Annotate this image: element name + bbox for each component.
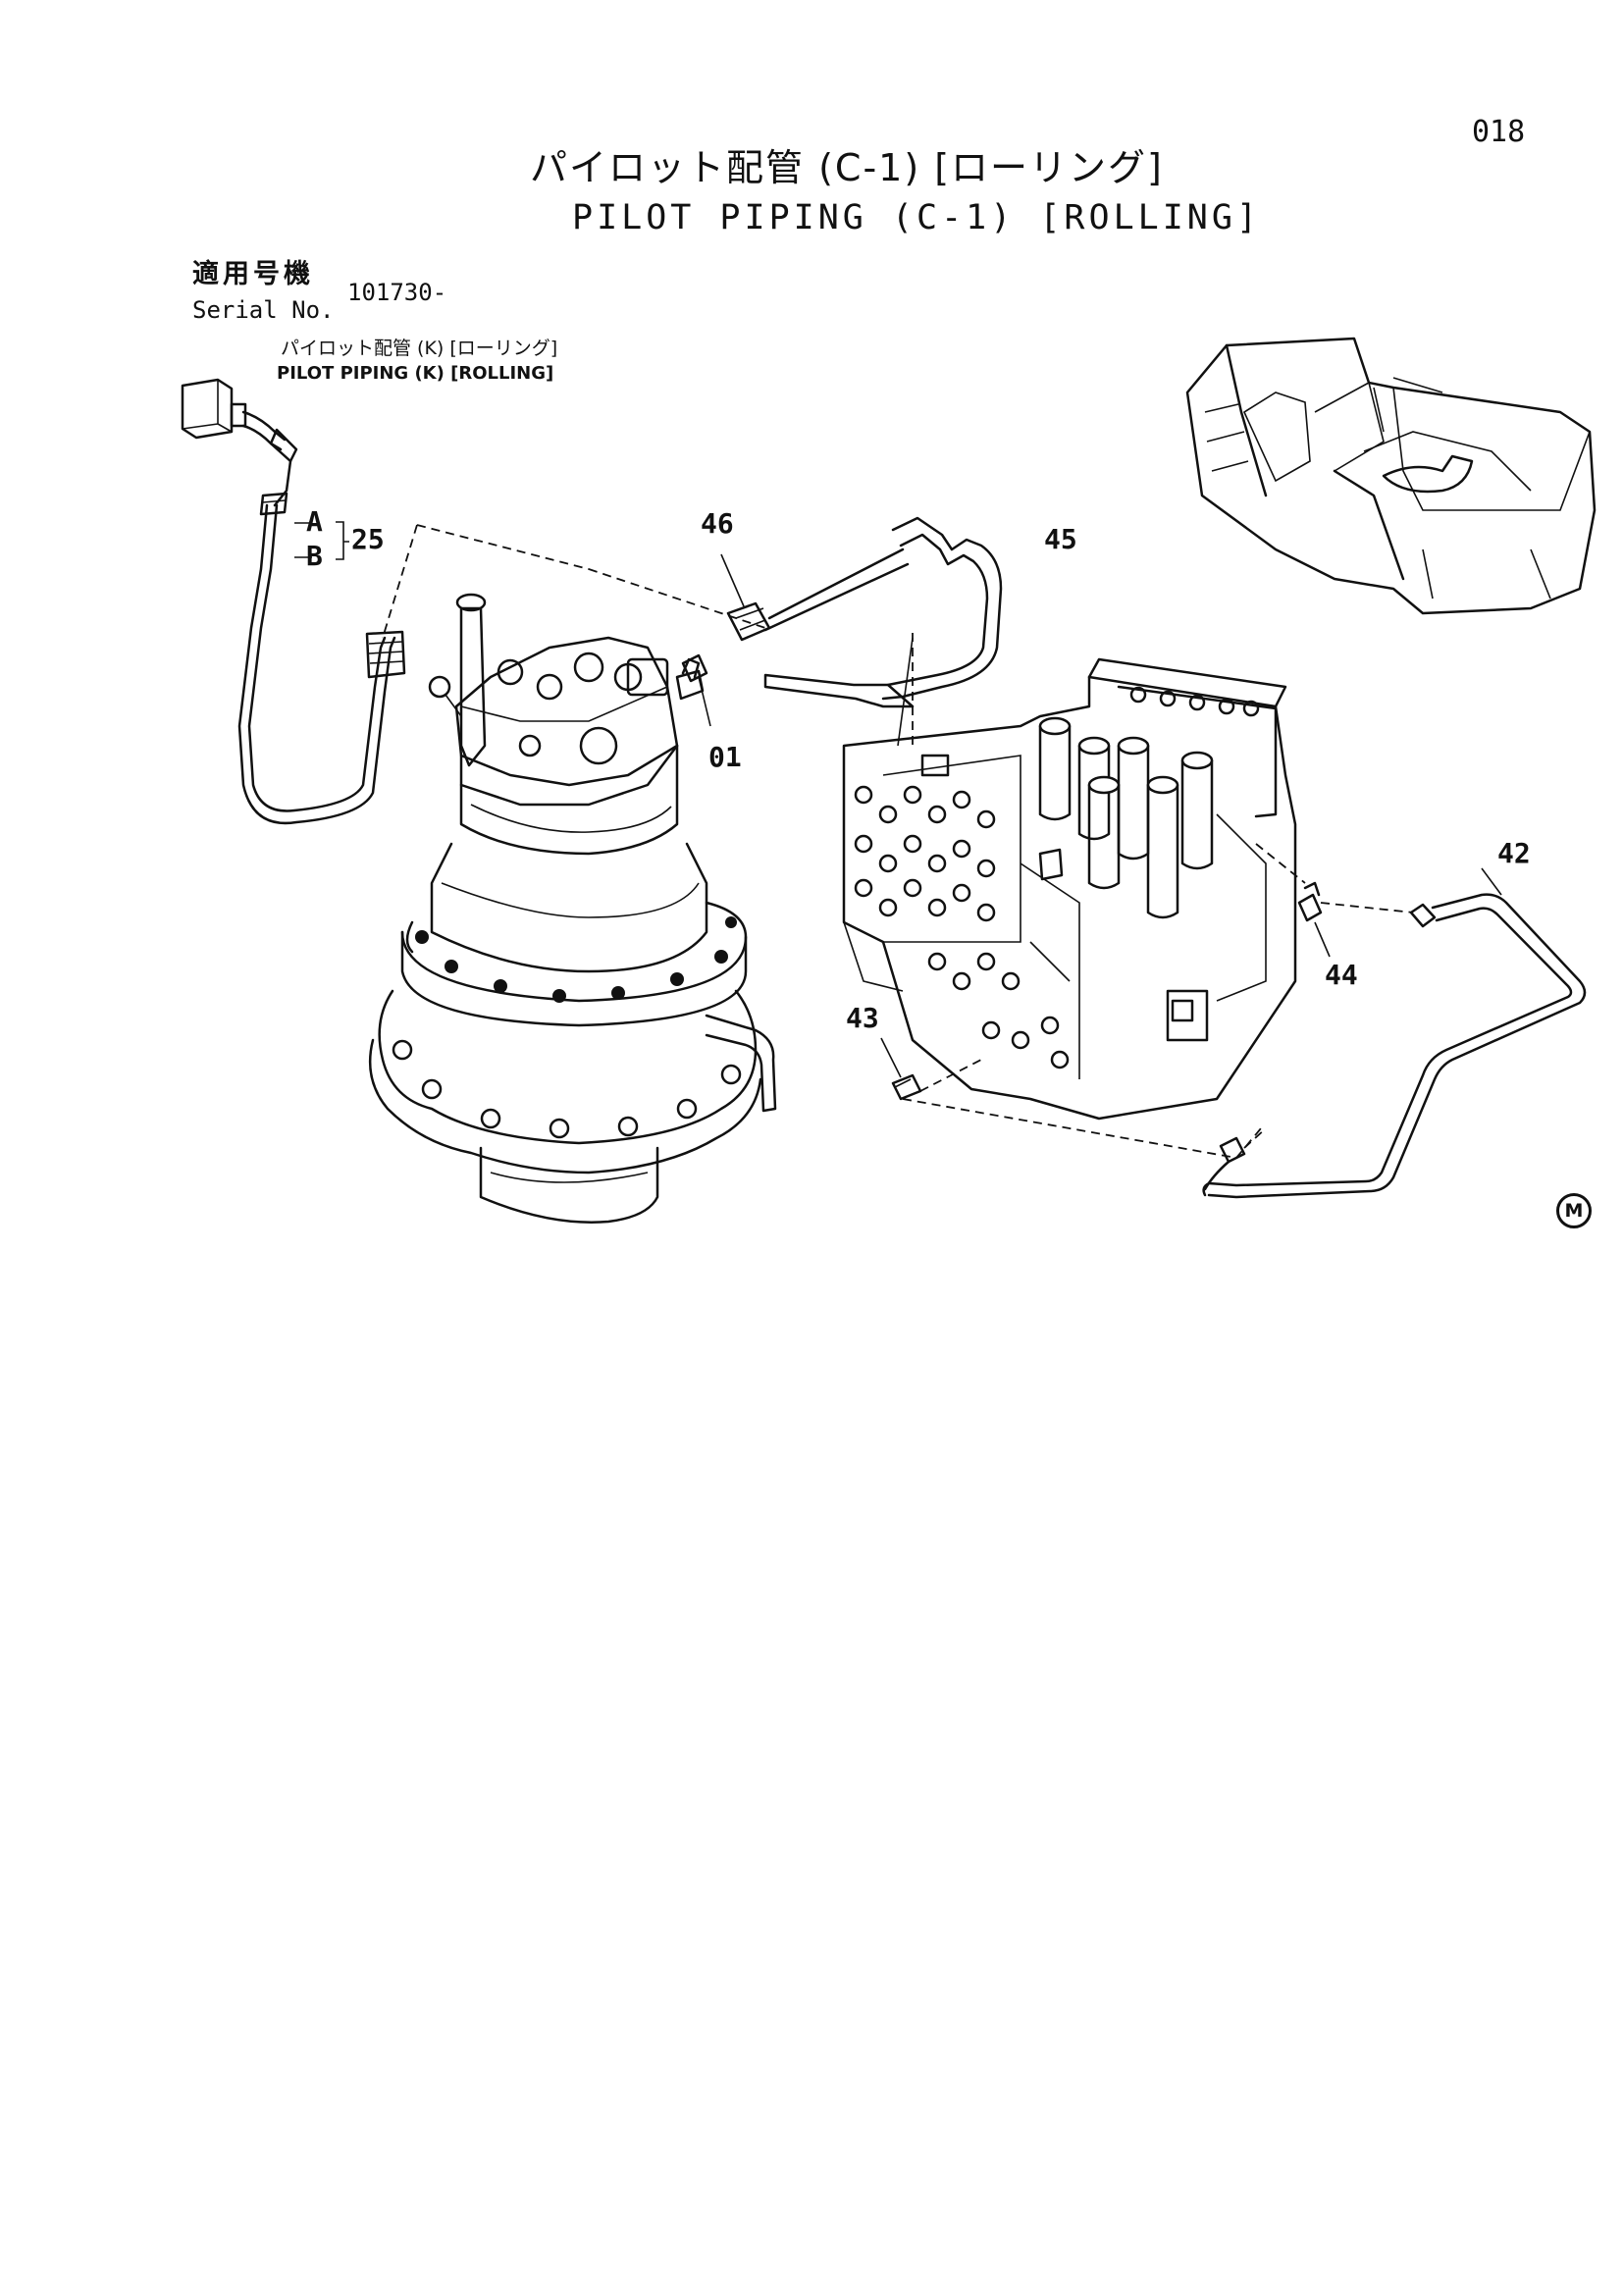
callout-25: 25 [351, 523, 385, 555]
callout-01: 01 [708, 741, 742, 773]
reference-japanese: パイロット配管 (K) [ローリング] [281, 338, 558, 359]
reference-connector-drawing [181, 378, 298, 463]
fitting-44-drawing [1255, 843, 1414, 958]
callout-45: 45 [1044, 523, 1077, 555]
callout-a: A [306, 505, 323, 538]
callout-46: 46 [701, 507, 734, 540]
callout-43: 43 [846, 1002, 879, 1034]
serial-label-english: Serial No. [192, 296, 335, 324]
fitting-43-drawing [880, 1037, 1262, 1159]
title-japanese: パイロット配管 (C-1) [ローリング] [530, 146, 1164, 189]
hose-drawing [237, 459, 766, 825]
callout-b: B [306, 540, 323, 572]
manual-mark-icon: M [1556, 1193, 1592, 1228]
swing-motor-drawing [368, 593, 777, 1224]
callout-42: 42 [1497, 837, 1531, 869]
fitting-46-drawing [720, 548, 910, 642]
pipe-drawing [763, 516, 1003, 746]
serial-label-japanese: 適用号機 [192, 259, 314, 289]
fitting-01-drawing [681, 653, 711, 727]
excavator-outline-drawing [1185, 337, 1597, 615]
reference-english: PILOT PIPING (K) [ROLLING] [277, 363, 554, 384]
serial-value: 101730- [347, 279, 447, 306]
control-valve-drawing [842, 657, 1297, 1121]
page-number: 018 [1472, 115, 1526, 149]
title-english: PILOT PIPING (C-1) [ROLLING] [572, 198, 1262, 237]
valve-fittings-grid [854, 785, 1070, 1070]
callout-44: 44 [1325, 959, 1358, 991]
